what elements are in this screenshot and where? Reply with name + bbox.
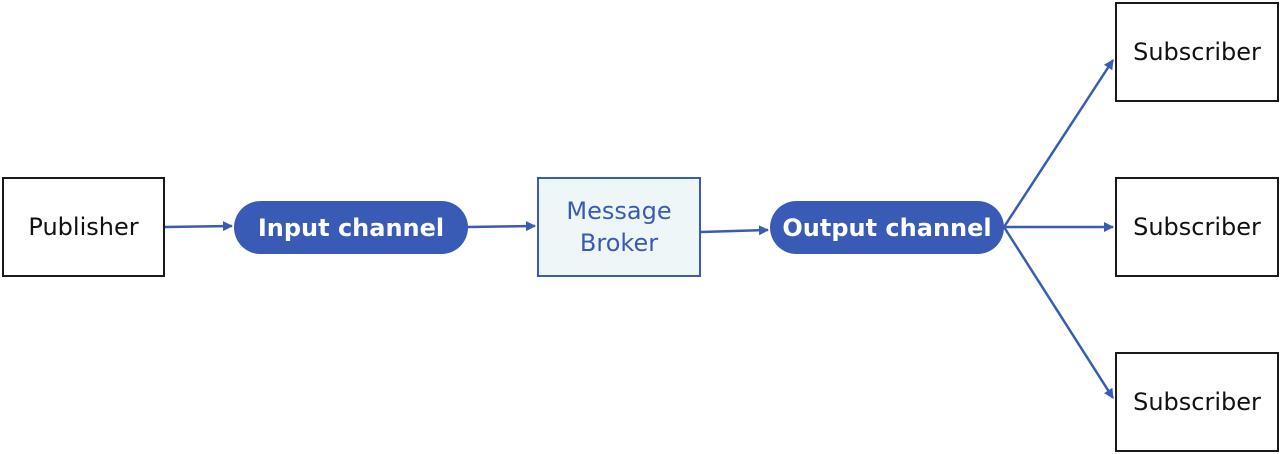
subscriber-node-2: Subscriber	[1115, 177, 1279, 277]
arrow-broker-to-output-channel	[700, 225, 769, 236]
arrow-output-to-subscriber-3	[1002, 226, 1115, 399]
input-channel-label: Input channel	[257, 213, 445, 242]
arrow-input-channel-to-broker	[467, 221, 536, 232]
subscriber-node-3: Subscriber	[1115, 352, 1279, 452]
output-channel-label: Output channel	[782, 213, 992, 242]
publisher-node: Publisher	[2, 177, 165, 277]
output-channel-node: Output channel	[770, 201, 1004, 254]
arrow-publisher-to-input-channel	[164, 221, 233, 232]
message-broker-node: Message Broker	[537, 177, 701, 277]
subscriber-label: Subscriber	[1133, 213, 1261, 241]
arrow-output-to-subscriber-1	[1002, 59, 1115, 228]
subscriber-label: Subscriber	[1133, 388, 1261, 416]
subscriber-label: Subscriber	[1133, 38, 1261, 66]
subscriber-node-1: Subscriber	[1115, 2, 1279, 102]
broker-label-line2: Broker	[579, 229, 659, 257]
input-channel-node: Input channel	[234, 201, 468, 254]
broker-label-line1: Message	[566, 197, 672, 225]
publisher-label: Publisher	[28, 213, 139, 241]
